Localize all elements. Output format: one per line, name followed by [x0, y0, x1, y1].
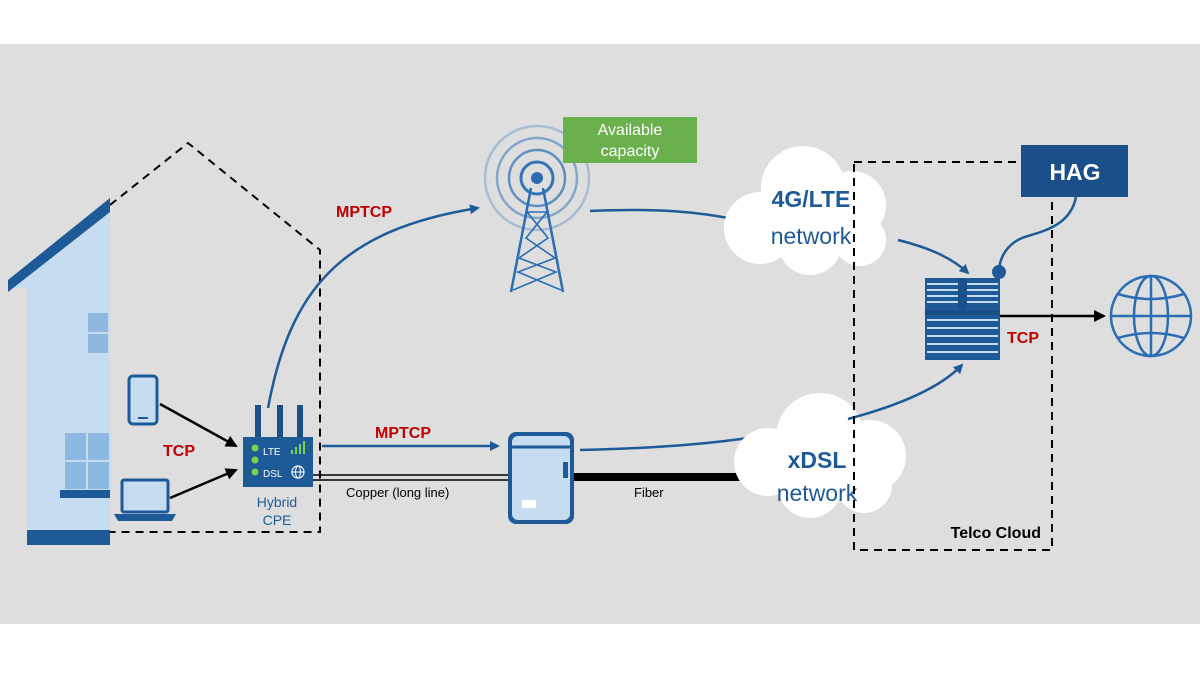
cpe-dsl-label: DSL [263, 469, 283, 480]
tcp-arrow-laptop [169, 468, 238, 500]
hag-connector-dot [992, 265, 1006, 279]
tcp-label-left: TCP [163, 443, 195, 460]
xdsl-cloud-icon [734, 393, 906, 518]
hag-box [1021, 145, 1128, 197]
capacity-line1: Available [598, 122, 663, 139]
copper-label: Copper (long line) [346, 485, 449, 500]
cpe-name-line1: Hybrid [257, 494, 297, 510]
cpe-name-line2: CPE [263, 512, 292, 528]
hag-connector [997, 196, 1078, 271]
smartphone-icon [127, 374, 159, 426]
house-icon [8, 141, 321, 545]
mptcp-lte-label: MPTCP [336, 204, 392, 221]
lte-network-line2: network [771, 223, 852, 249]
mptcp-lte-path [266, 204, 480, 409]
copper-line [313, 474, 508, 481]
available-capacity-box [563, 117, 697, 163]
globe-icon [1109, 274, 1193, 358]
lte-backhaul-line [589, 208, 739, 222]
laptop-icon [114, 478, 176, 521]
xdsl-network-line2: network [777, 480, 858, 506]
tcp-label-right: TCP [1007, 330, 1039, 347]
gateway-server-icon [925, 278, 1000, 360]
cabinet-icon [508, 432, 574, 524]
cpe-lte-label: LTE [263, 447, 281, 458]
lte-cloud-icon [724, 146, 886, 275]
capacity-line2: capacity [601, 143, 660, 160]
telco-cloud-label: Telco Cloud [951, 525, 1041, 542]
lte-to-gateway-arrow [897, 238, 970, 275]
tcp-arrow-phone [159, 402, 238, 448]
fiber-label: Fiber [634, 485, 664, 500]
hag-label: HAG [1049, 159, 1100, 185]
lte-network-line1: 4G/LTE [772, 186, 851, 212]
router-icon: LTE DSL [243, 405, 313, 487]
telco-cloud-boundary [853, 161, 1053, 551]
cell-tower-icon [483, 124, 591, 293]
mptcp-dsl-label: MPTCP [375, 425, 431, 442]
xdsl-to-gateway-arrow [847, 363, 964, 421]
xdsl-network-line1: xDSL [788, 447, 847, 473]
